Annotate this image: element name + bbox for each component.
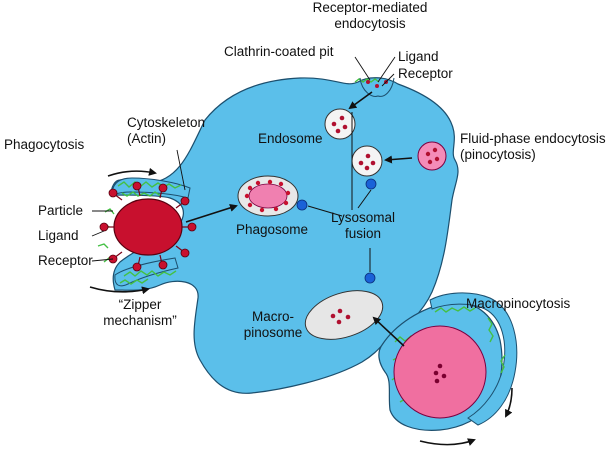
label-receptor-top: Receptor <box>398 66 453 81</box>
label-zipper-line2: mechanism” <box>103 313 177 328</box>
label-endosome: Endosome <box>258 131 323 146</box>
label-ligand-left: Ligand <box>38 228 79 243</box>
fusion-lines <box>307 112 372 272</box>
fluid-phase-vesicle <box>417 141 447 171</box>
label-fluid-phase-line1: Fluid-phase endocytosis <box>460 131 606 146</box>
label-receptor-mediated-line2: endocytosis <box>334 16 406 31</box>
particle-group <box>99 181 197 272</box>
macropinosome <box>304 290 384 340</box>
label-macro-line1: Macro- <box>251 309 294 324</box>
label-fluid-phase-line2: (pinocytosis) <box>460 147 536 162</box>
label-phagocytosis: Phagocytosis <box>4 137 85 152</box>
label-receptor-mediated-line1: Receptor-mediated <box>312 0 428 15</box>
label-ligand-top: Ligand <box>398 49 439 64</box>
label-cytoskeleton: Cytoskeleton (Actin) <box>127 115 205 147</box>
lysosomes <box>296 178 377 284</box>
phagosome-particle <box>248 183 288 209</box>
particle <box>113 198 183 256</box>
process-arrows <box>89 91 513 446</box>
label-lysosomal-line1: Lysosomal <box>330 210 396 225</box>
label-receptor-mediated: Receptor-mediated endocytosis <box>310 0 430 32</box>
leader-lines <box>91 56 396 262</box>
label-cytoskeleton-line1: Cytoskeleton <box>127 115 206 130</box>
label-particle: Particle <box>38 203 84 218</box>
endosome-2 <box>351 145 383 177</box>
macropinocytic-vesicle <box>393 325 487 419</box>
label-cytoskeleton-line2: (Actin) <box>127 131 167 146</box>
macropinocytosis-outer-fold <box>429 292 518 426</box>
label-lysosomal-line2: fusion <box>344 226 382 241</box>
phagocytic-arm-top <box>111 177 191 199</box>
label-zipper-mechanism: “Zipper mechanism” <box>90 297 190 329</box>
phagosome-group <box>237 175 299 217</box>
label-clathrin-pit: Clathrin-coated pit <box>224 44 334 59</box>
endosome-1 <box>324 108 356 140</box>
label-fluid-phase: Fluid-phase endocytosis (pinocytosis) <box>460 131 606 163</box>
label-zipper-line1: “Zipper <box>118 297 162 312</box>
label-receptor-left: Receptor <box>38 253 93 268</box>
label-macro-line2: pinosome <box>243 325 303 340</box>
label-phagosome: Phagosome <box>236 222 309 237</box>
label-macropinocytosis: Macropinocytosis <box>466 296 571 311</box>
label-macropinosome: Macro- pinosome <box>238 309 308 341</box>
label-lysosomal-fusion: Lysosomal fusion <box>318 210 408 242</box>
